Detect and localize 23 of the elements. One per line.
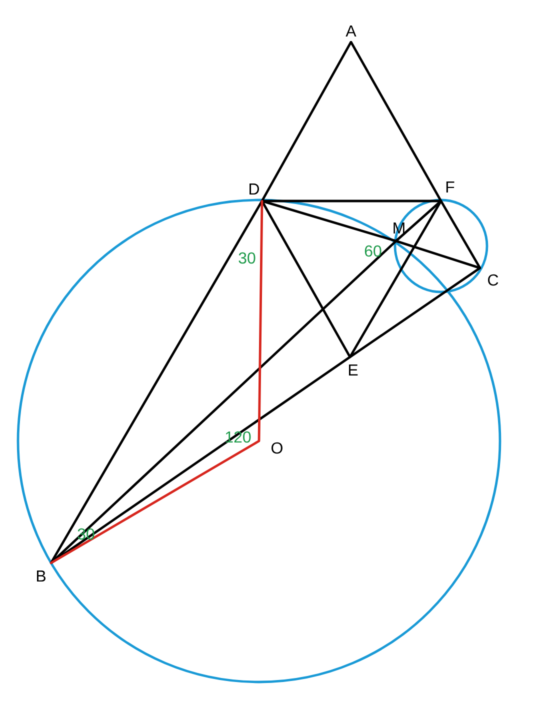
point-label: O (272, 442, 282, 454)
point-label: D (250, 184, 259, 194)
line-segment (50, 240, 397, 564)
line-segment (260, 41, 352, 202)
line-segment (260, 200, 352, 358)
point-label: A (346, 26, 356, 37)
point-label: E (348, 364, 358, 376)
line-segment (258, 200, 264, 442)
point-label: C (488, 274, 498, 286)
line-segment (440, 200, 482, 269)
line-segment (50, 200, 264, 564)
line-segment (348, 200, 442, 358)
line-segment (350, 41, 442, 202)
line-segment (50, 440, 260, 564)
angle-label: 60 (364, 245, 382, 257)
line-segment (261, 200, 442, 202)
point-label: F (446, 182, 454, 192)
point-label: B (36, 570, 46, 582)
line-segment (395, 240, 481, 270)
line-segment (261, 200, 397, 242)
angle-label: 30 (238, 252, 256, 264)
line-segment (349, 266, 481, 358)
line-segment (395, 200, 442, 242)
